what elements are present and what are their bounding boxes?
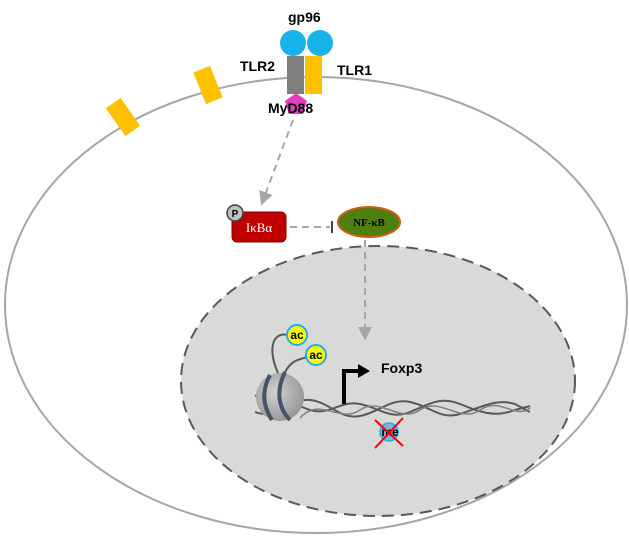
ikba-box — [231, 211, 287, 243]
transcription-start-arrow — [342, 369, 360, 404]
membrane-receptor-1 — [193, 65, 223, 105]
myd88-pentagon — [285, 93, 307, 114]
myd88-label: MyD88 — [268, 100, 313, 116]
foxp3-label: Foxp3 — [381, 360, 422, 376]
tlr1-bar — [305, 56, 322, 94]
acetyl-label-1: ac — [290, 328, 304, 342]
histone-tail-1 — [271, 333, 289, 374]
membrane-receptor-2 — [105, 97, 141, 137]
gp96-label: gp96 — [288, 9, 321, 25]
nfkb-oval — [337, 206, 401, 238]
dna-strand-3 — [299, 404, 531, 419]
nucleosome-dna-wrap-1 — [262, 374, 274, 422]
acetyl-label-2: ac — [309, 348, 323, 362]
nucleus — [180, 245, 576, 517]
tlr1-label: TLR1 — [337, 62, 372, 78]
phospho-label: P — [232, 209, 239, 220]
tlr2-bar — [287, 56, 304, 94]
nfkb-label: NF-κB — [353, 217, 385, 229]
phospho-circle — [226, 204, 244, 222]
gp96-circle-right — [307, 30, 333, 56]
acetyl-circle-1 — [286, 324, 308, 346]
arrow-myd88-to-ikba — [259, 119, 294, 206]
acetyl-circle-2 — [305, 344, 327, 366]
cross-line-2 — [374, 417, 404, 449]
transcription-arrowhead — [358, 364, 370, 378]
gp96-circle-left — [280, 30, 306, 56]
ikba-label: IκBα — [246, 220, 273, 235]
tlr2-label: TLR2 — [240, 58, 275, 74]
nucleosome-dna-wrap-2 — [277, 371, 292, 422]
